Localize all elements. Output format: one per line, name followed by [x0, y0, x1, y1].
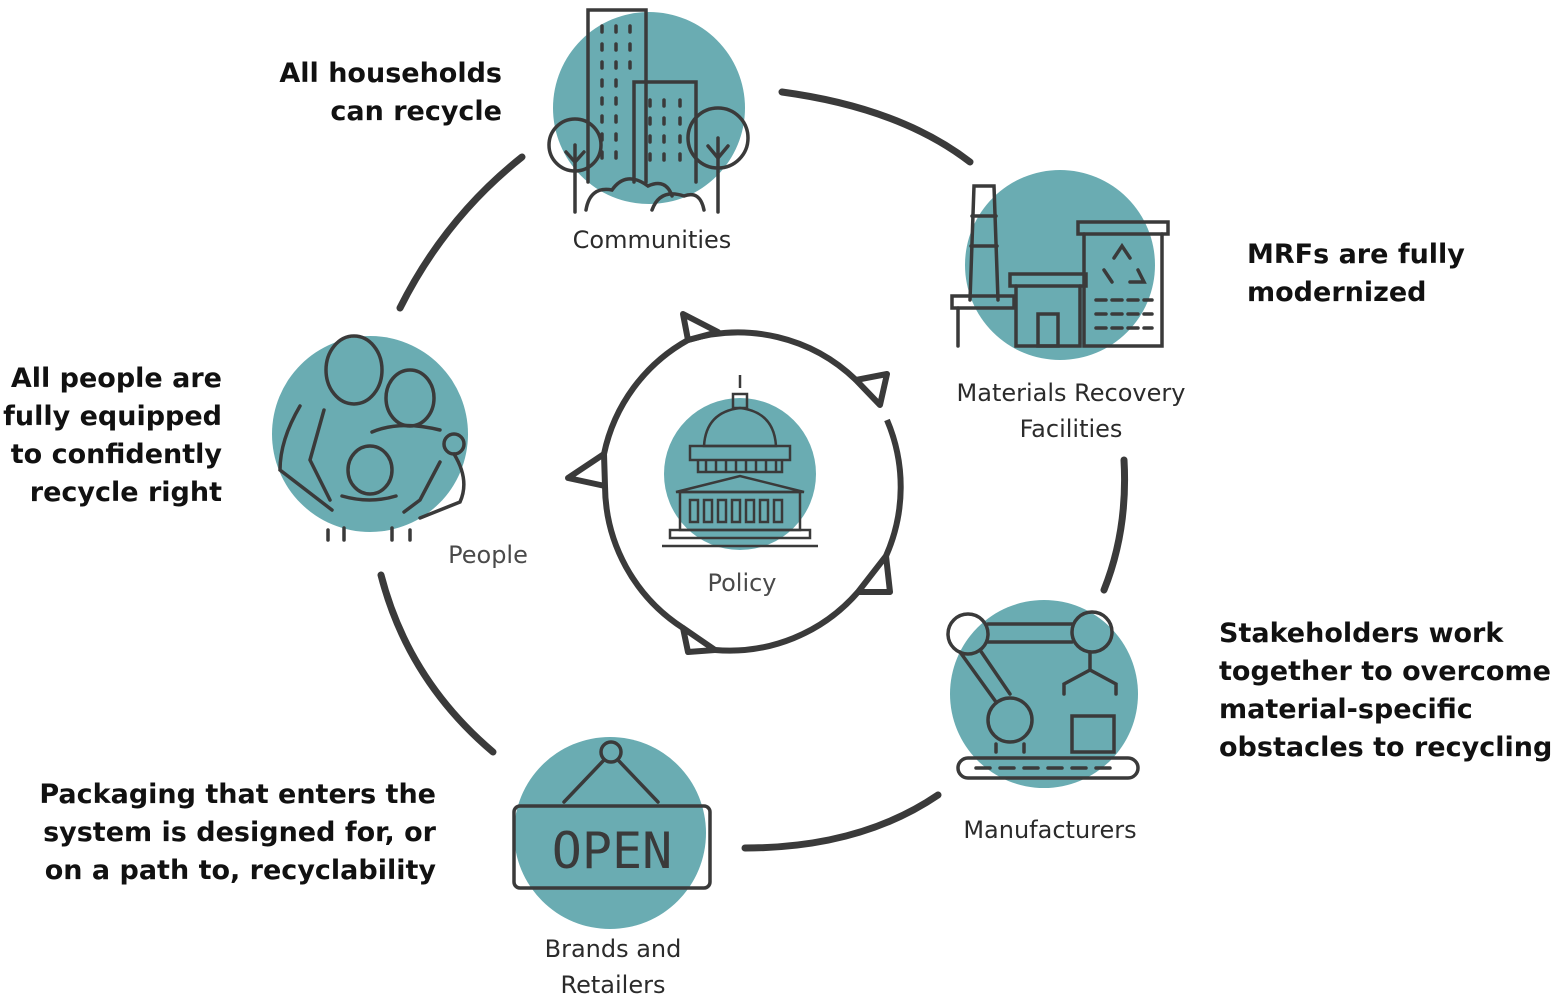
manufacturers-label: Manufacturers: [963, 816, 1137, 844]
brands-label: Brands and Retailers: [513, 931, 713, 1003]
arc-mrf-manufacturers: [1100, 456, 1129, 594]
policy-arrow-5: [565, 451, 608, 489]
goal-line: Packaging that enters the: [39, 779, 436, 810]
policy-cycle: [565, 311, 904, 655]
goal-line: All households: [279, 58, 502, 89]
brands-label-line2: Retailers: [560, 971, 666, 999]
capitol-icon: [662, 375, 818, 550]
policy-label: Policy: [707, 569, 777, 597]
arc-manufacturers-brands: [741, 791, 942, 852]
goal-line: system is designed for, or: [43, 817, 436, 848]
goal-people: All people are fully equipped to confide…: [0, 360, 222, 512]
goal-line: All people are: [10, 363, 222, 394]
goal-line: together to overcome: [1219, 656, 1551, 687]
goal-mrfs: MRFs are fully modernized: [1247, 236, 1527, 312]
mrf-label: Materials Recovery Facilities: [940, 375, 1202, 447]
goal-line: fully equipped: [3, 401, 222, 432]
goal-line: obstacles to recycling: [1219, 732, 1553, 763]
policy-arrow-1: [680, 311, 721, 343]
arc-people-communities: [396, 153, 526, 312]
brands-label-line1: Brands and: [544, 935, 682, 963]
open-sign-text: OPEN: [552, 822, 672, 880]
people-label: People: [448, 541, 528, 569]
arc-communities-mrf: [778, 88, 974, 166]
cycle-arcs: [377, 88, 1129, 852]
goal-packaging: Packaging that enters the system is desi…: [30, 776, 436, 890]
goal-line: on a path to, recyclability: [44, 855, 436, 886]
goal-line: material-specific: [1219, 694, 1473, 725]
goal-line: modernized: [1247, 277, 1427, 308]
goal-line: can recycle: [330, 96, 502, 127]
policy-ring: [601, 329, 904, 654]
policy-arrow-4: [680, 625, 718, 655]
mrf-label-line2: Facilities: [1019, 415, 1123, 443]
policy-arrow-3: [855, 553, 893, 595]
factory-recycle-icon: [950, 170, 1170, 360]
mrf-label-line1: Materials Recovery: [956, 379, 1186, 407]
communities-label: Communities: [572, 226, 732, 254]
goal-line: Stakeholders work: [1219, 618, 1504, 649]
goal-line: to confidently: [10, 439, 222, 470]
policy-arrow-2: [853, 371, 890, 408]
city-buildings-icon: [547, 8, 750, 214]
open-sign-icon: OPEN: [512, 737, 712, 929]
robot-arm-icon: [946, 600, 1140, 788]
goal-line: MRFs are fully: [1247, 239, 1465, 270]
goal-line: recycle right: [29, 477, 222, 508]
family-icon: [272, 334, 468, 542]
arc-brands-people: [377, 571, 497, 756]
goal-stakeholders: Stakeholders work together to overcome m…: [1219, 615, 1553, 767]
goal-households: All households can recycle: [250, 55, 502, 131]
